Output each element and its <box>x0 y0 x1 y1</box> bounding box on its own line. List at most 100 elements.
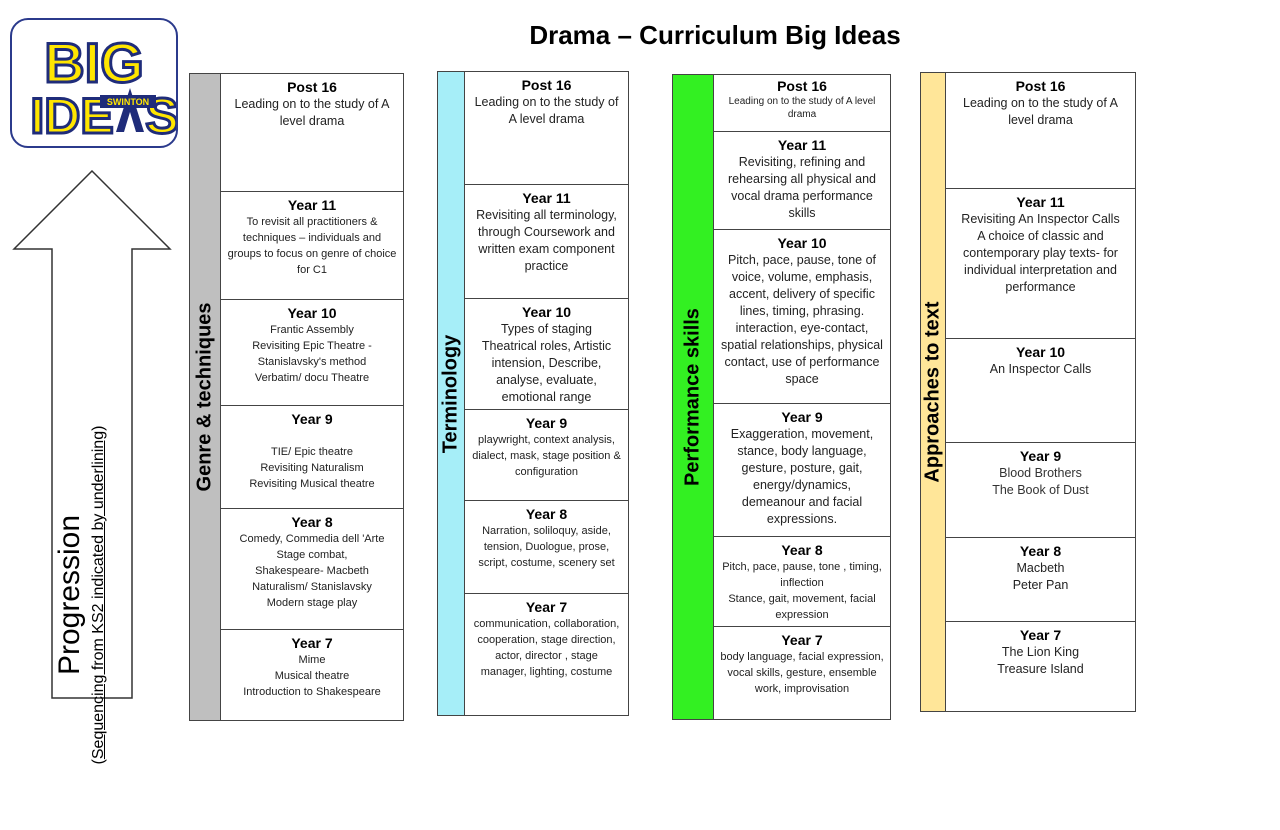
cell-title: Year 9 <box>781 408 823 425</box>
column-terminology: Terminology Post 16 Leading on to the st… <box>437 71 629 716</box>
cell-body: Types of staging Theatrical roles, Artis… <box>481 322 612 405</box>
cell-title: Year 9 <box>525 414 568 431</box>
column-label-bar: Terminology <box>437 71 465 716</box>
cell-year11: Year 11 To revisit all practitioners & t… <box>221 192 403 300</box>
progression-label: Progression (Sequencing from KS2 indicat… <box>52 360 142 830</box>
cell-title: Year 8 <box>1019 542 1062 559</box>
cell-title: Year 9 <box>1019 447 1062 464</box>
column-cells: Post 16 Leading on to the study of A lev… <box>221 73 404 721</box>
cell-year9: Year 9 TIE/ Epic theatre Revisiting Natu… <box>221 406 403 509</box>
progression-subtitle: (Sequencing from KS2 indicated by underl… <box>90 425 107 765</box>
cell-body: Leading on to the study of A level drama <box>234 97 390 128</box>
cell-body: communication, collaboration, cooperatio… <box>473 618 620 679</box>
cell-post16: Post 16 Leading on to the study of A lev… <box>465 72 628 185</box>
cell-year10: Year 10 Frantic Assembly Revisiting Epic… <box>221 300 403 406</box>
big-ideas-logo: BIG IDE S SWINTON <box>10 18 178 148</box>
progression-title: Progression <box>53 514 86 676</box>
cell-body: body language, facial expression, vocal … <box>720 651 884 696</box>
cell-title: Year 10 <box>287 305 337 321</box>
cell-body: Mime Musical theatre Introduction to Sha… <box>243 654 381 698</box>
cell-title: Post 16 <box>521 77 572 93</box>
column-label: Approaches to text <box>921 301 944 483</box>
cell-title: Year 8 <box>781 541 823 558</box>
cell-body: Revisiting An Inspector Calls A choice o… <box>961 211 1120 294</box>
column-cells: Post 16 Leading on to the study of A lev… <box>714 74 891 720</box>
cell-body: Exaggeration, movement, stance, body lan… <box>730 426 874 526</box>
cell-title: Year 7 <box>1019 627 1062 644</box>
cell-year10: Year 10 Types of staging Theatrical role… <box>465 299 628 410</box>
cell-title: Year 10 <box>521 304 572 321</box>
progression-arrow: Progression (Sequencing from KS2 indicat… <box>12 169 172 764</box>
cell-title: Year 9 <box>291 411 333 427</box>
column-label: Terminology <box>439 334 462 453</box>
cell-body: The Lion King Treasure Island <box>997 645 1084 677</box>
cell-body: Macbeth Peter Pan <box>1012 560 1069 592</box>
column-label-bar: Genre & techniques <box>189 73 221 721</box>
cell-title: Year 11 <box>287 197 337 213</box>
cell-year11: Year 11 Revisiting all terminology, thro… <box>465 185 628 300</box>
cell-title: Year 11 <box>1016 193 1065 210</box>
column-genre-techniques: Genre & techniques Post 16 Leading on to… <box>189 73 404 721</box>
cell-post16: Post 16 Leading on to the study of A lev… <box>221 74 403 192</box>
cell-body: Frantic Assembly Revisiting Epic Theatre… <box>252 324 372 384</box>
cell-year9: Year 9 Exaggeration, movement, stance, b… <box>714 404 890 537</box>
logo-badge: SWINTON <box>107 97 149 107</box>
cell-title: Year 11 <box>777 136 827 153</box>
cell-body: To revisit all practitioners & technique… <box>227 216 397 276</box>
column-label: Genre & techniques <box>193 302 216 492</box>
cell-title: Year 8 <box>291 514 333 530</box>
cell-title: Post 16 <box>287 79 337 95</box>
cell-title: Year 7 <box>291 635 333 651</box>
cell-year10: Year 10 An Inspector Calls <box>946 339 1135 443</box>
cell-body: TIE/ Epic theatre Revisiting Naturalism … <box>249 446 375 490</box>
logo-a-shape <box>116 88 144 132</box>
cell-title: Year 7 <box>525 599 568 616</box>
cell-title: Year 8 <box>525 505 568 522</box>
cell-title: Post 16 <box>1015 78 1066 94</box>
cell-year8: Year 8 Pitch, pace, pause, tone , timing… <box>714 537 890 628</box>
up-arrow-icon <box>12 169 172 699</box>
column-cells: Post 16 Leading on to the study of A lev… <box>946 72 1136 712</box>
page-title: Drama – Curriculum Big Ideas <box>529 20 901 50</box>
cell-body: Leading on to the study of A level drama <box>474 95 619 126</box>
cell-title: Year 7 <box>781 632 823 649</box>
cell-body: Blood Brothers The Book of Dust <box>992 465 1089 497</box>
cell-body: An Inspector Calls <box>989 362 1092 377</box>
cell-body: Leading on to the study of A level drama <box>963 96 1118 127</box>
cell-year7: Year 7 The Lion King Treasure Island <box>946 622 1135 711</box>
cell-year9: Year 9 Blood Brothers The Book of Dust <box>946 443 1135 538</box>
cell-year7: Year 7 Mime Musical theatre Introduction… <box>221 630 403 720</box>
column-approaches-to-text: Approaches to text Post 16 Leading on to… <box>920 72 1136 712</box>
cell-body: Revisiting all terminology, through Cour… <box>476 207 617 273</box>
cell-body: Narration, soliloquy, aside, tension, Du… <box>478 524 615 569</box>
cell-title: Post 16 <box>777 78 827 94</box>
cell-year11: Year 11 Revisiting An Inspector Calls A … <box>946 189 1135 340</box>
column-label: Performance skills <box>681 308 704 486</box>
cell-body: Pitch, pace, pause, tone of voice, volum… <box>721 252 883 386</box>
logo-graphic: BIG IDE S SWINTON <box>29 30 176 146</box>
cell-body: Pitch, pace, pause, tone , timing, infle… <box>722 560 882 621</box>
cell-body: Revisiting, refining and rehearsing all … <box>727 154 876 220</box>
cell-title: Year 10 <box>1015 344 1066 361</box>
cell-body: Comedy, Commedia dell 'Arte Stage combat… <box>239 533 385 609</box>
cell-year11: Year 11 Revisiting, refining and rehears… <box>714 132 890 230</box>
cell-year7: Year 7 body language, facial expression,… <box>714 627 890 719</box>
cell-year10: Year 10 Pitch, pace, pause, tone of voic… <box>714 230 890 404</box>
cell-title: Year 10 <box>777 234 827 251</box>
cell-year7: Year 7 communication, collaboration, coo… <box>465 594 628 715</box>
logo-badge-bg <box>100 95 156 108</box>
cell-year8: Year 8 Comedy, Commedia dell 'Arte Stage… <box>221 509 403 630</box>
cell-title: Year 11 <box>522 189 571 206</box>
cell-year8: Year 8 Narration, soliloquy, aside, tens… <box>465 501 628 595</box>
column-label-bar: Performance skills <box>672 74 714 720</box>
column-cells: Post 16 Leading on to the study of A lev… <box>465 71 629 716</box>
cell-year8: Year 8 Macbeth Peter Pan <box>946 538 1135 623</box>
cell-year9: Year 9 playwright, context analysis, dia… <box>465 410 628 501</box>
column-label-bar: Approaches to text <box>920 72 946 712</box>
logo-line1: BIG <box>44 31 144 94</box>
cell-body: Leading on to the study of A level drama <box>728 96 876 120</box>
column-performance-skills: Performance skills Post 16 Leading on to… <box>672 74 891 720</box>
cell-post16: Post 16 Leading on to the study of A lev… <box>946 73 1135 189</box>
cell-body: playwright, context analysis, dialect, m… <box>472 433 621 478</box>
cell-post16: Post 16 Leading on to the study of A lev… <box>714 75 890 132</box>
